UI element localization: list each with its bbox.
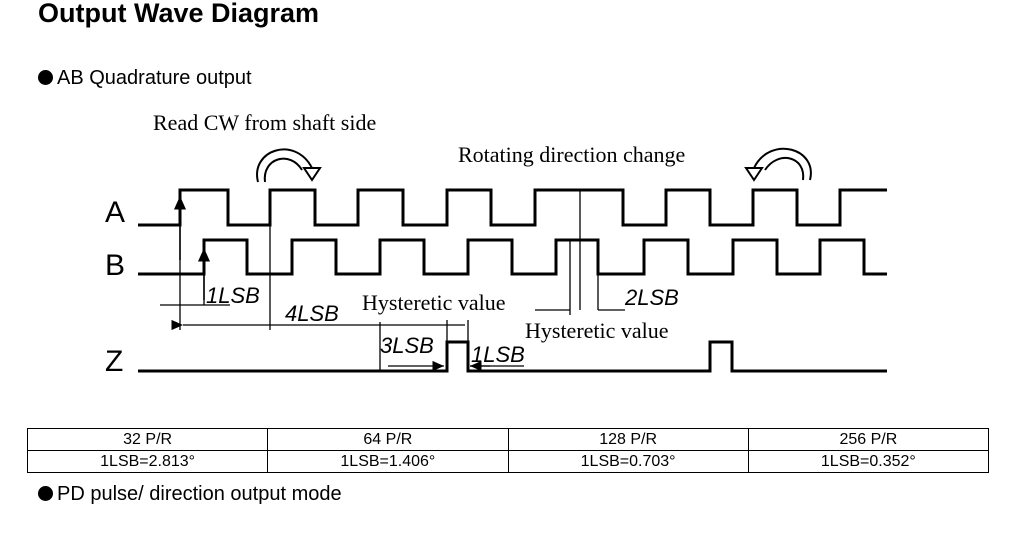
section-ab-label: AB Quadrature output — [57, 67, 252, 89]
page-title: Output Wave Diagram — [38, 0, 320, 28]
table-header-cell: 128 P/R — [507, 428, 749, 451]
lsb-resolution-table: 32 P/R 64 P/R 128 P/R 256 P/R 1LSB=2.813… — [26, 428, 990, 473]
rotating-change-label: Rotating direction change — [458, 142, 685, 167]
section-heading-pd: PD pulse/ direction output mode — [38, 483, 342, 506]
signal-b-label: B — [105, 249, 125, 282]
lsb-2-label: 2LSB — [624, 285, 679, 310]
table-header-cell: 256 P/R — [747, 428, 990, 451]
rotation-arrow-ccw-icon — [744, 147, 812, 182]
table-row: 32 P/R 64 P/R 128 P/R 256 P/R — [26, 428, 990, 451]
table-row: 1LSB=2.813° 1LSB=1.406° 1LSB=0.703° 1LSB… — [26, 450, 990, 473]
waveform-a — [138, 188, 887, 227]
hysteretic-value-label-2: Hysteretic value — [525, 318, 669, 343]
table-value-cell: 1LSB=0.703° — [507, 450, 749, 473]
bullet-icon — [38, 486, 53, 501]
lsb-1-z-label: 1LSB — [471, 342, 525, 367]
hysteretic-value-label-1: Hysteretic value — [362, 290, 506, 315]
table-header-cell: 32 P/R — [26, 428, 269, 451]
wave-diagram: A B Z Read CW from shaft side Rota — [105, 110, 887, 378]
signal-z-label: Z — [105, 345, 123, 378]
waveform-b — [138, 238, 887, 276]
signal-a-label: A — [105, 196, 125, 229]
dimension-lines — [160, 304, 625, 372]
table-header-cell: 64 P/R — [267, 428, 509, 451]
lsb-3-label: 3LSB — [380, 333, 434, 358]
lsb-1-top-label: 1LSB — [206, 283, 260, 308]
table-value-cell: 1LSB=0.352° — [747, 450, 990, 473]
table-value-cell: 1LSB=1.406° — [267, 450, 509, 473]
section-pd-label: PD pulse/ direction output mode — [57, 483, 342, 505]
table-value-cell: 1LSB=2.813° — [26, 450, 269, 473]
section-heading-ab: AB Quadrature output — [38, 67, 252, 90]
read-cw-label: Read CW from shaft side — [153, 110, 376, 135]
rotation-arrow-cw-icon — [256, 148, 322, 183]
lsb-4-label: 4LSB — [285, 301, 339, 326]
bullet-icon — [38, 70, 53, 85]
